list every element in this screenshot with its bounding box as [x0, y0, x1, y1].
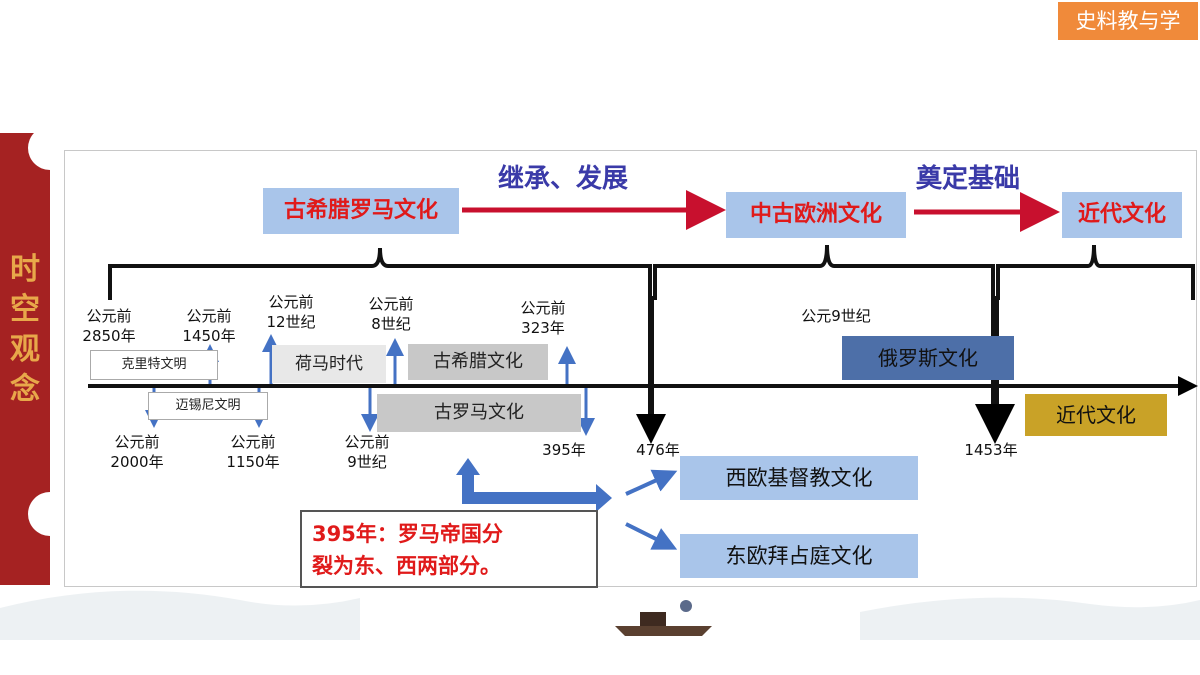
period-crete: 克里特文明: [90, 350, 218, 380]
relation-foundation: 奠定基础: [916, 164, 1021, 194]
relation-inherit: 继承、发展: [498, 164, 629, 194]
date-label: 公元9世纪: [801, 307, 871, 325]
date-label: 395年: [542, 441, 586, 459]
period-rus: 俄罗斯文化: [842, 336, 1014, 380]
sidebar-char: 念: [10, 372, 40, 407]
period-homer: 荷马时代: [272, 345, 386, 383]
box-ancient-greco-roman: 古希腊罗马文化: [263, 188, 459, 234]
note-395-split: 395年：罗马帝国分 裂为东、西两部分。: [300, 510, 598, 588]
sidebar-title: 时 空 观 念: [6, 250, 44, 410]
brace-modern: [996, 244, 1195, 300]
box-medieval-europe: 中古欧洲文化: [726, 192, 906, 238]
sidebar-char: 观: [10, 332, 40, 367]
note-line: 裂为东、西两部分。: [312, 554, 501, 578]
branch-arrow-east: [625, 522, 678, 550]
period-roman: 古罗马文化: [377, 394, 581, 432]
hill-decoration: [860, 597, 1200, 640]
period-mycenae: 迈锡尼文明: [148, 392, 268, 420]
boatman: [680, 600, 692, 612]
sidebar-char: 空: [10, 292, 40, 327]
boat-cabin: [640, 612, 666, 626]
branch-western-christian: 西欧基督教文化: [680, 456, 918, 500]
note-line: 395年：罗马帝国分: [312, 522, 503, 546]
branch-byzantine: 东欧拜占庭文化: [680, 534, 918, 578]
sidebar-char: 时: [10, 252, 40, 287]
date-label: 1453年: [964, 441, 1018, 459]
boat-decoration: [615, 626, 712, 636]
date-label: 476年: [636, 441, 680, 459]
split-arrow: [456, 458, 612, 512]
box-modern: 近代文化: [1062, 192, 1182, 238]
brace-medieval: [653, 244, 995, 300]
hill-decoration: [0, 590, 360, 640]
brand-badge: 史料教与学: [1058, 2, 1198, 40]
period-modern: 近代文化: [1025, 394, 1167, 436]
branch-arrow-west: [625, 469, 678, 496]
period-greek: 古希腊文化: [408, 344, 548, 380]
brace-ancient: [108, 247, 652, 300]
